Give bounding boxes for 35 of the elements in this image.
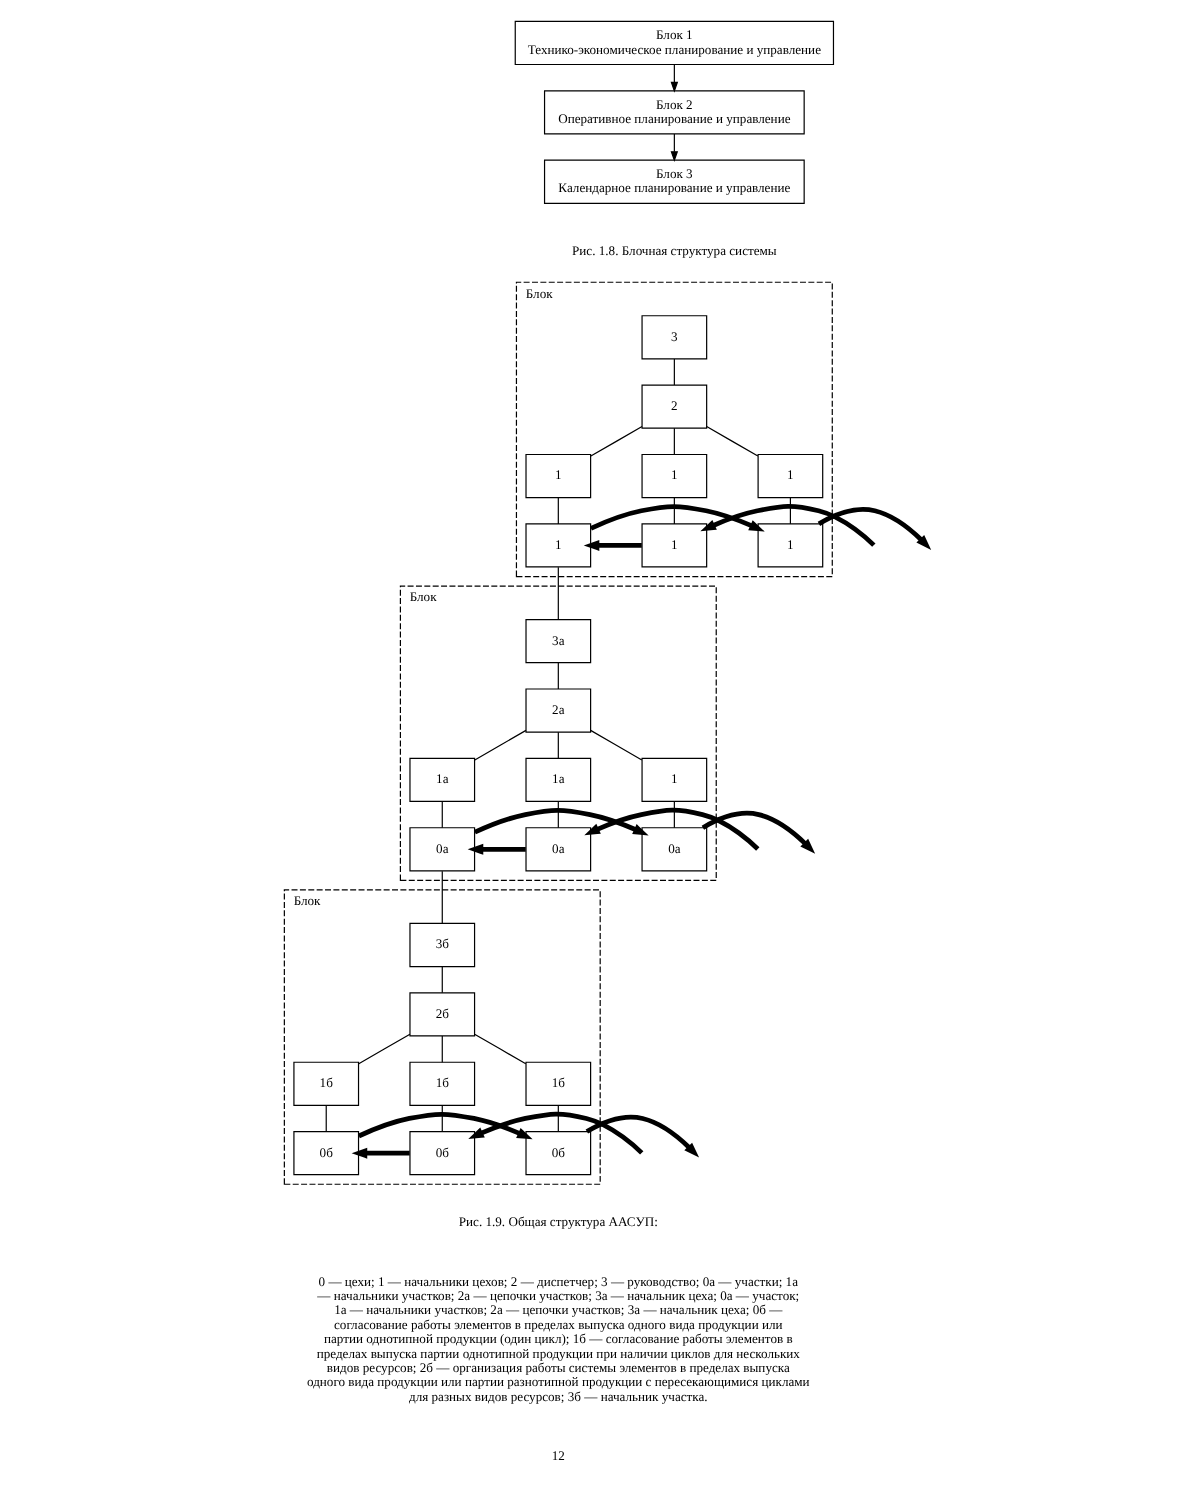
connector <box>556 497 558 525</box>
connector <box>672 800 674 829</box>
arrow <box>816 507 931 550</box>
connector <box>556 566 558 620</box>
connector <box>705 425 758 457</box>
arrow <box>584 1114 699 1158</box>
arrow <box>467 1111 643 1155</box>
arrow <box>700 810 815 854</box>
connector <box>440 870 442 924</box>
connector <box>788 497 790 525</box>
connector <box>357 1033 410 1065</box>
arrow <box>699 504 875 547</box>
connector <box>556 800 558 829</box>
connector <box>589 425 642 457</box>
arrow <box>582 539 641 551</box>
connector <box>589 729 642 761</box>
arrow <box>588 504 764 532</box>
connector <box>556 1104 558 1133</box>
arrow <box>356 1111 532 1140</box>
connector <box>473 729 526 761</box>
arrow <box>583 807 759 851</box>
arrow <box>472 808 648 836</box>
connector <box>556 731 558 759</box>
connector <box>440 800 442 829</box>
arrow <box>466 843 525 855</box>
connector <box>672 427 674 456</box>
connector <box>672 358 674 386</box>
connector <box>440 966 442 994</box>
arrow <box>350 1147 409 1159</box>
connector <box>556 662 558 690</box>
connector <box>324 1104 326 1133</box>
connector <box>473 1033 526 1065</box>
connector <box>672 497 674 525</box>
connector <box>440 1104 442 1133</box>
connector <box>440 1035 442 1063</box>
